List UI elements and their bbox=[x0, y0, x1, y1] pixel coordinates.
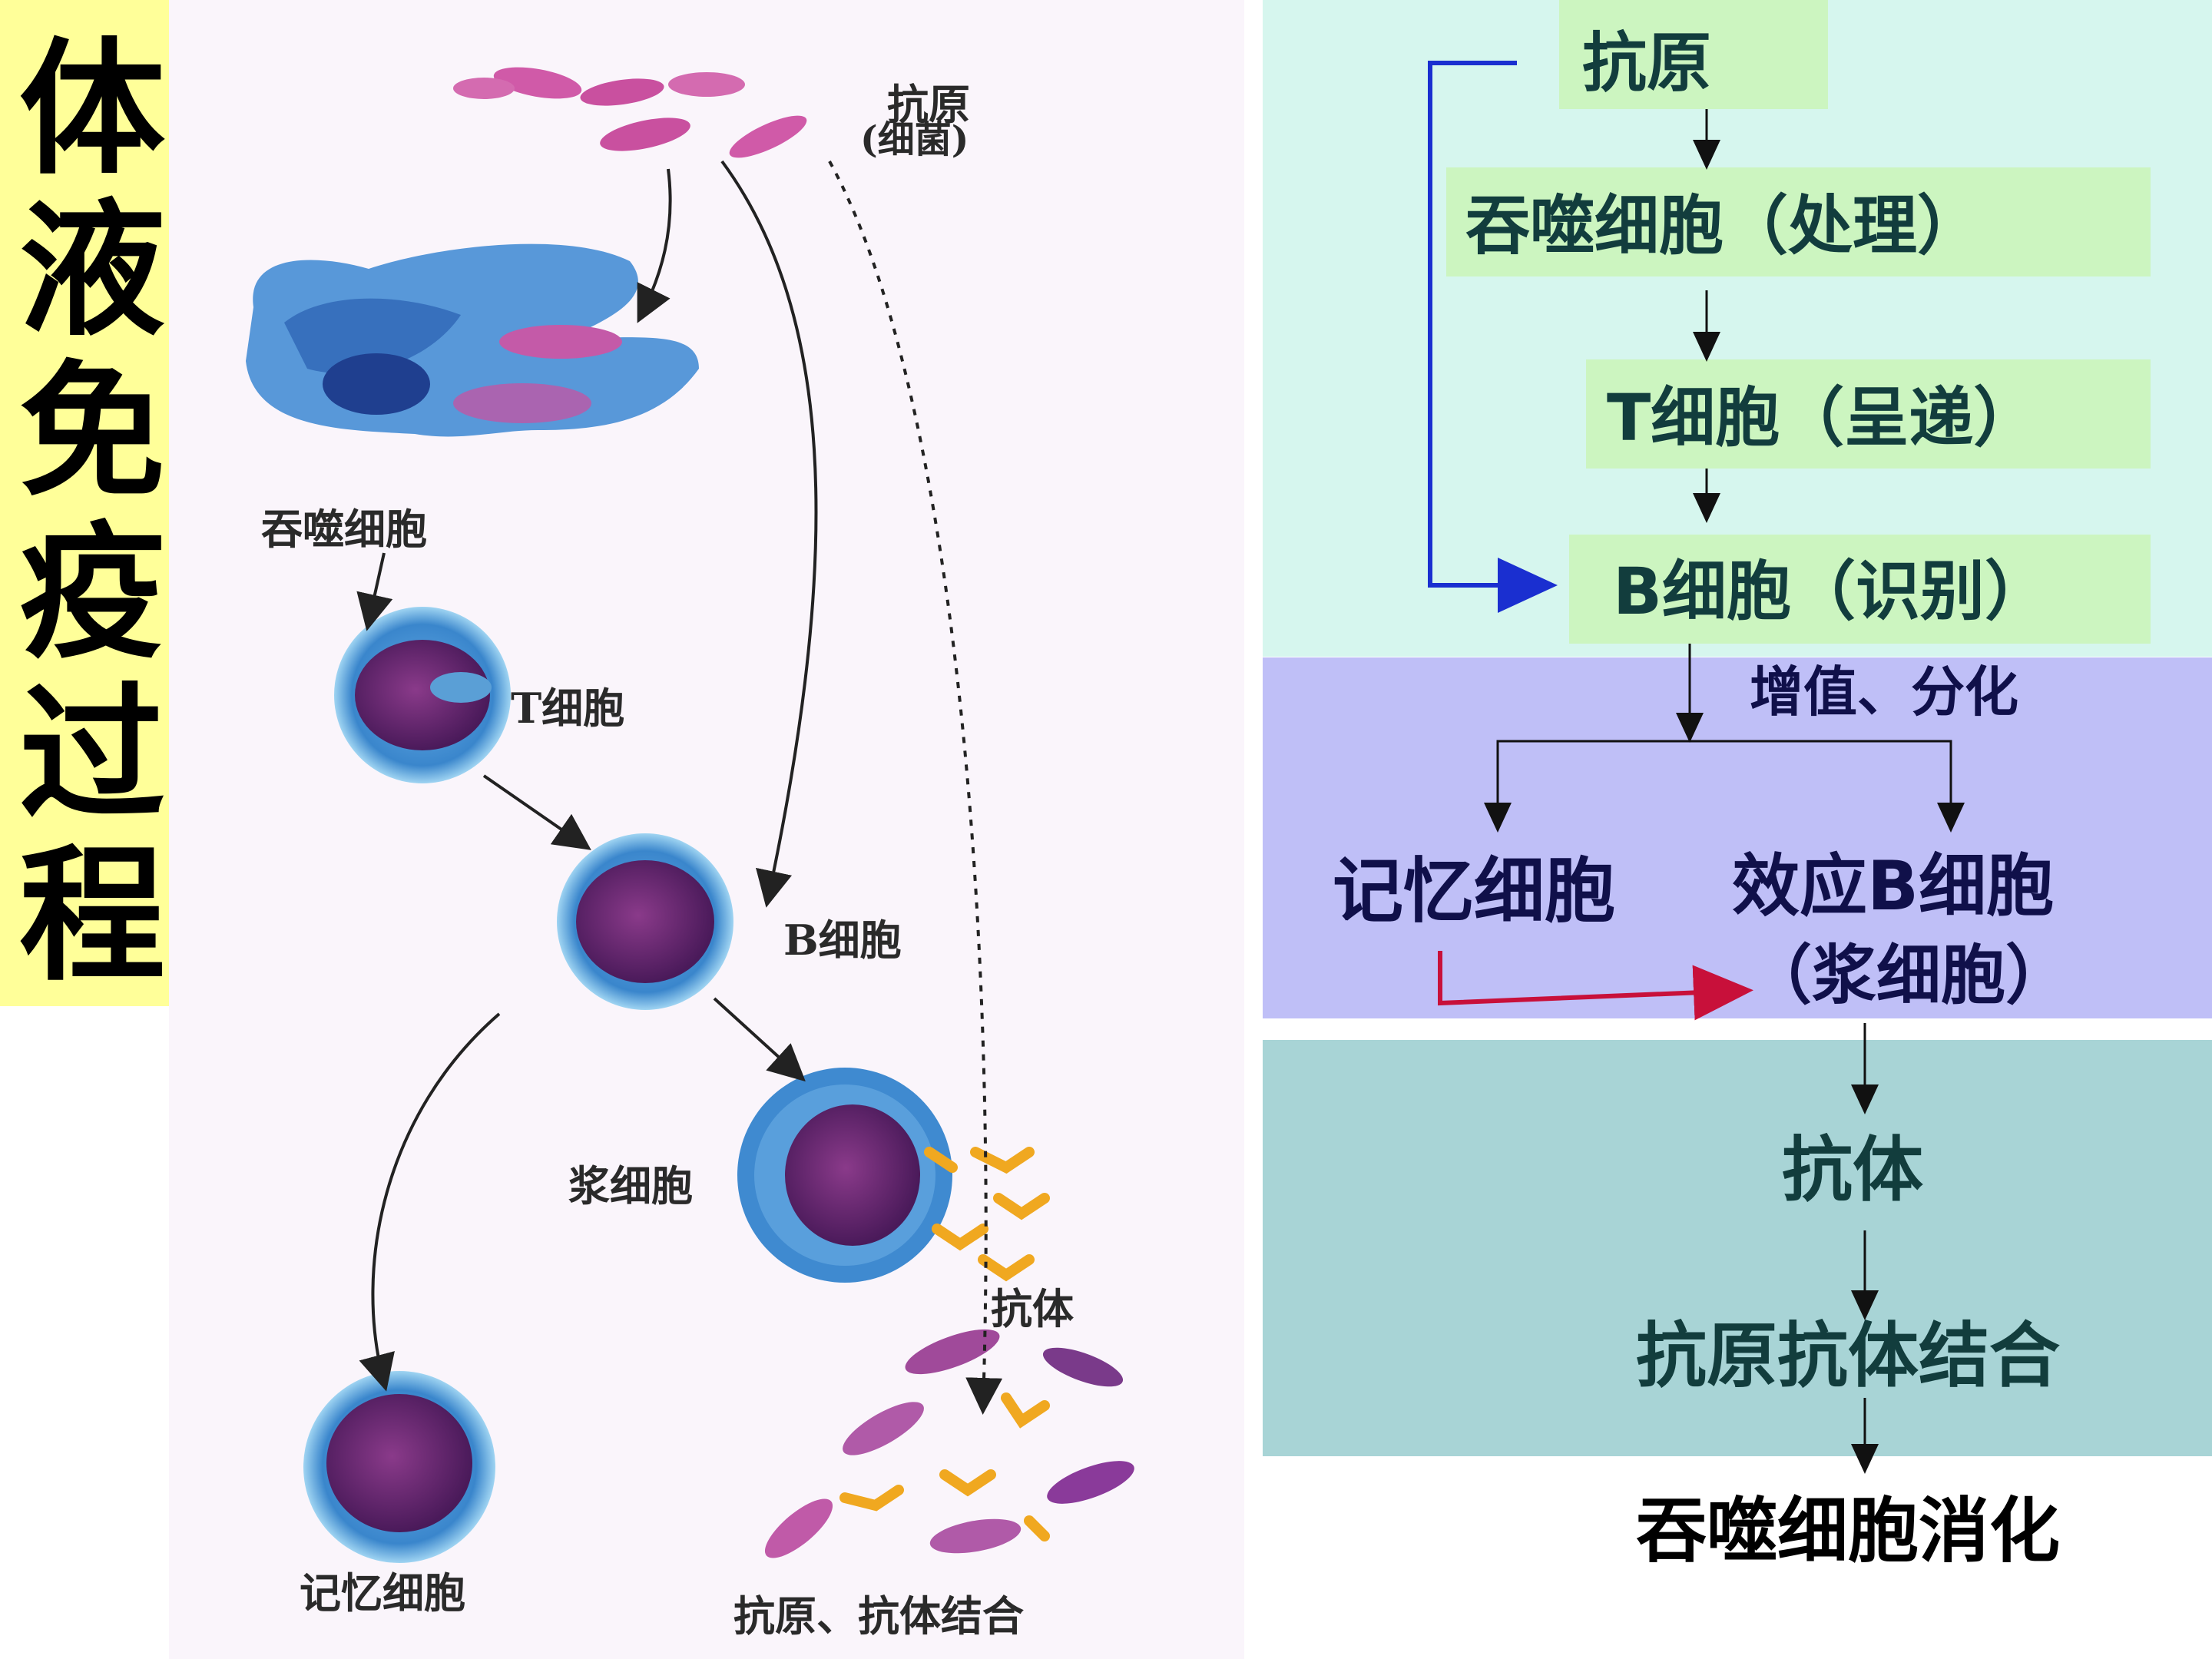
title-char: 程 bbox=[18, 831, 165, 1001]
plasma-cell bbox=[737, 1068, 952, 1283]
flow-digest: 吞噬细胞消化 bbox=[1636, 1490, 2061, 1572]
illustration-drawing bbox=[246, 67, 1134, 1563]
flow-antibody: 抗体 bbox=[1782, 1129, 1924, 1211]
flow-proliferate: 增值、分化 bbox=[1750, 661, 2018, 724]
flow-b-cell: B细胞（识别） bbox=[1613, 554, 2050, 629]
memory-cell bbox=[303, 1371, 495, 1563]
title-char: 免 bbox=[18, 347, 165, 517]
box-b-cell bbox=[1569, 535, 2151, 644]
bacteria-group bbox=[453, 67, 807, 158]
flow-t-cell: T细胞（呈递） bbox=[1607, 380, 2038, 455]
label-b-cell: B细胞 bbox=[783, 916, 902, 965]
label-phagocyte: 吞噬细胞 bbox=[261, 505, 427, 554]
box-antigen bbox=[1559, 0, 1828, 109]
flow-memory: 记忆细胞 bbox=[1333, 850, 1616, 932]
label-antigen-sub: (细菌) bbox=[860, 118, 969, 161]
t-cell bbox=[334, 607, 511, 783]
illustration-arrows bbox=[356, 160, 1003, 1415]
label-memory-cell: 记忆细胞 bbox=[300, 1568, 465, 1618]
antigen-antibody-complex bbox=[764, 1329, 1134, 1558]
flow-panel-middle bbox=[1263, 657, 2212, 1018]
label-antigen: 抗原 bbox=[887, 80, 970, 129]
box-t-cell bbox=[1586, 359, 2151, 469]
flow-effector-line2: （浆细胞） bbox=[1747, 938, 2071, 1013]
box-phagocyte bbox=[1446, 167, 2151, 276]
flow-binding: 抗原抗体结合 bbox=[1636, 1315, 2061, 1397]
title-char: 疫 bbox=[18, 508, 165, 678]
title-char: 过 bbox=[18, 670, 165, 839]
label-binding: 抗原、抗体结合 bbox=[733, 1591, 1024, 1641]
label-antibody: 抗体 bbox=[991, 1284, 1074, 1333]
flow-effector-line1: 效应B细胞 bbox=[1732, 846, 2055, 926]
immune-illustration: 抗原 (细菌) 吞噬细胞 T细胞 B细胞 浆细胞 抗体 记忆细胞 抗原、抗体结合 bbox=[169, 0, 1244, 1659]
label-plasma-cell: 浆细胞 bbox=[568, 1161, 693, 1210]
title-char: 体 bbox=[18, 25, 165, 194]
phagocyte-cell bbox=[246, 243, 699, 437]
flow-antigen: 抗原 bbox=[1582, 25, 1712, 101]
flow-phagocyte: 吞噬细胞（处理） bbox=[1465, 188, 1982, 263]
title-char: 液 bbox=[18, 186, 165, 356]
label-t-cell: T细胞 bbox=[511, 684, 625, 733]
flow-panel-bottom bbox=[1263, 1040, 2212, 1456]
title-bar: 体 液 免 疫 过 程 bbox=[0, 0, 184, 1006]
b-cell bbox=[557, 833, 733, 1010]
